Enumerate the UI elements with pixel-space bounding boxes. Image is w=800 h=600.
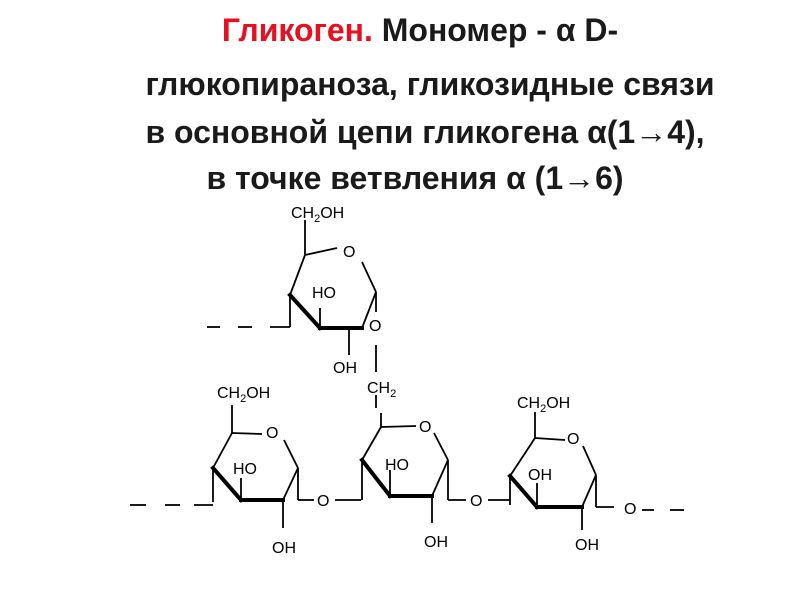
left-ch2oh-label: CH2OH [217, 385, 270, 405]
title-line-3: в основной цепи гликогена α(1→4), [145, 114, 705, 150]
middle-glucose-ring [359, 425, 449, 499]
top-oh-label: OH [333, 360, 357, 377]
top-ch2oh-label: CH2OH [291, 205, 344, 225]
right-ch2oh-label: CH2OH [517, 395, 570, 415]
left-substituent-lines [130, 405, 314, 528]
right-oh-label: OH [575, 537, 599, 554]
top-glycosidic-oxygen: O [369, 318, 381, 335]
middle-substituent-lines [361, 395, 466, 523]
left-glucose-ring [210, 432, 299, 503]
title-monomer: Мономер - α D- [381, 12, 619, 48]
link-oxygen-right: O [470, 493, 482, 510]
top-glucose-ring [287, 247, 377, 331]
right-ring-oxygen: O [567, 431, 579, 448]
title-glycogen: Гликоген. [221, 12, 373, 48]
left-ring-oxygen: O [266, 425, 278, 442]
top-ho-label: HO [312, 285, 336, 302]
middle-ring-oxygen: O [419, 419, 431, 436]
right-oh-inner-label: OH [528, 467, 552, 484]
link-oxygen-left: O [317, 493, 329, 510]
left-oh-label: OH [272, 540, 296, 557]
top-ring-oxygen: O [343, 244, 355, 261]
title-line-4: в точке ветвления α (1→6) [206, 160, 624, 196]
middle-oh-label: OH [424, 534, 448, 551]
right-substituent-lines [509, 412, 684, 530]
title-line-2: глюкопираноза, гликозидные связи [145, 66, 715, 102]
top-substituent-lines [207, 220, 377, 372]
middle-ch2-label: CH2 [367, 380, 396, 400]
terminal-oxygen: O [624, 501, 636, 518]
middle-ho-label: HO [385, 457, 409, 474]
left-ho-label: HO [233, 461, 257, 478]
right-glucose-ring [507, 437, 597, 510]
title-line-1: Гликоген. Мономер - α D- [20, 14, 800, 46]
